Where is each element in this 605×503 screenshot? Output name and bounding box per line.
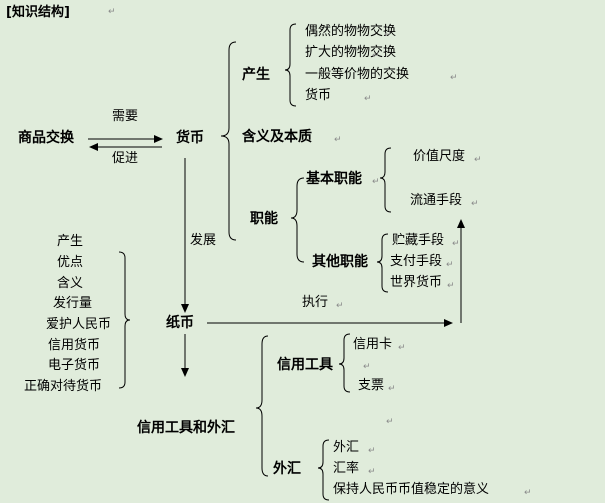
paragraph-mark-icon: ↵ (450, 73, 458, 83)
basic-function-item: 价值尺度 (413, 149, 466, 164)
paragraph-mark-icon: ↵ (447, 281, 455, 291)
fx-item: 汇率 (333, 461, 360, 476)
paper-topic: 含义 (57, 276, 84, 291)
paragraph-mark-icon: ↵ (474, 155, 482, 165)
paragraph-mark-icon: ↵ (524, 488, 532, 498)
other-functions-node: 其他职能 (312, 254, 368, 270)
origin-item: 货币 (305, 88, 332, 103)
paragraph-mark-icon: ↵ (398, 343, 406, 353)
paragraph-mark-icon: ↵ (364, 94, 372, 104)
credit-fx-brace (255, 335, 269, 477)
other-functions-brace (376, 233, 389, 293)
paragraph-mark-icon: ↵ (372, 51, 380, 61)
develop-label: 发展 (190, 233, 217, 248)
credit-fx-node: 信用工具和外汇 (137, 420, 235, 436)
paragraph-mark-icon: ↵ (108, 7, 116, 17)
currency-node: 货币 (176, 130, 204, 146)
functions-node: 职能 (250, 211, 278, 227)
origin-item: 偶然的物物交换 (305, 24, 397, 39)
paper-topic: 发行量 (53, 296, 93, 311)
origin-item: 一般等价物的交换 (305, 67, 410, 82)
need-label: 需要 (112, 109, 139, 124)
origin-item: 扩大的物物交换 (305, 45, 397, 60)
paper-topic: 正确对待货币 (24, 379, 103, 394)
paragraph-mark-icon: ↵ (446, 260, 454, 270)
fx-item: 外汇 (333, 440, 360, 455)
paper-topic: 产生 (57, 234, 84, 249)
paragraph-mark-icon: ↵ (384, 30, 392, 40)
paragraph-mark-icon: ↵ (372, 177, 380, 187)
meaning-essence-node: 含义及本质 (242, 129, 312, 145)
paragraph-mark-icon: ↵ (471, 199, 479, 209)
basic-functions-brace (379, 147, 392, 213)
paragraph-mark-icon: ↵ (368, 446, 376, 456)
paragraph-mark-icon: ↵ (388, 384, 396, 394)
goods-exchange-node: 商品交换 (18, 130, 74, 146)
paragraph-mark-icon: ↵ (334, 135, 342, 145)
other-function-item: 世界货币 (390, 275, 443, 290)
origin-brace (284, 23, 297, 107)
paragraph-mark-icon: ↵ (368, 467, 376, 477)
paper-topic: 电子货币 (48, 358, 101, 373)
credit-tool-item: 信用卡 (353, 337, 393, 352)
other-function-item: 支付手段 (390, 254, 443, 269)
credit-tools-brace (338, 333, 351, 393)
paper-topic: 优点 (57, 255, 84, 270)
paragraph-mark-icon: ↵ (336, 301, 344, 311)
currency-brace (220, 41, 237, 241)
credit-tools-node: 信用工具 (277, 357, 333, 373)
origin-node: 产生 (242, 67, 270, 83)
credit-tool-item: 支票 (358, 378, 385, 393)
page-title: [知识结构] (6, 5, 70, 20)
fx-brace (317, 439, 330, 501)
paper-money-node: 纸币 (166, 315, 194, 331)
execute-label: 执行 (302, 295, 329, 310)
paragraph-mark-icon: ↵ (452, 239, 460, 249)
paper-topic: 信用货币 (48, 338, 101, 353)
paper-topics-brace (118, 251, 131, 389)
functions-brace (290, 177, 305, 263)
fx-item: 保持人民币币值稳定的意义 (333, 482, 490, 497)
other-function-item: 贮藏手段 (392, 233, 445, 248)
paper-topic: 爱护人民币 (46, 317, 112, 332)
basic-functions-node: 基本职能 (306, 171, 362, 187)
fx-node: 外汇 (273, 461, 301, 477)
paragraph-mark-icon: ↵ (386, 417, 394, 427)
paragraph-mark-icon: ↵ (363, 362, 371, 372)
promote-label: 促进 (112, 151, 139, 166)
basic-function-item: 流通手段 (410, 193, 463, 208)
